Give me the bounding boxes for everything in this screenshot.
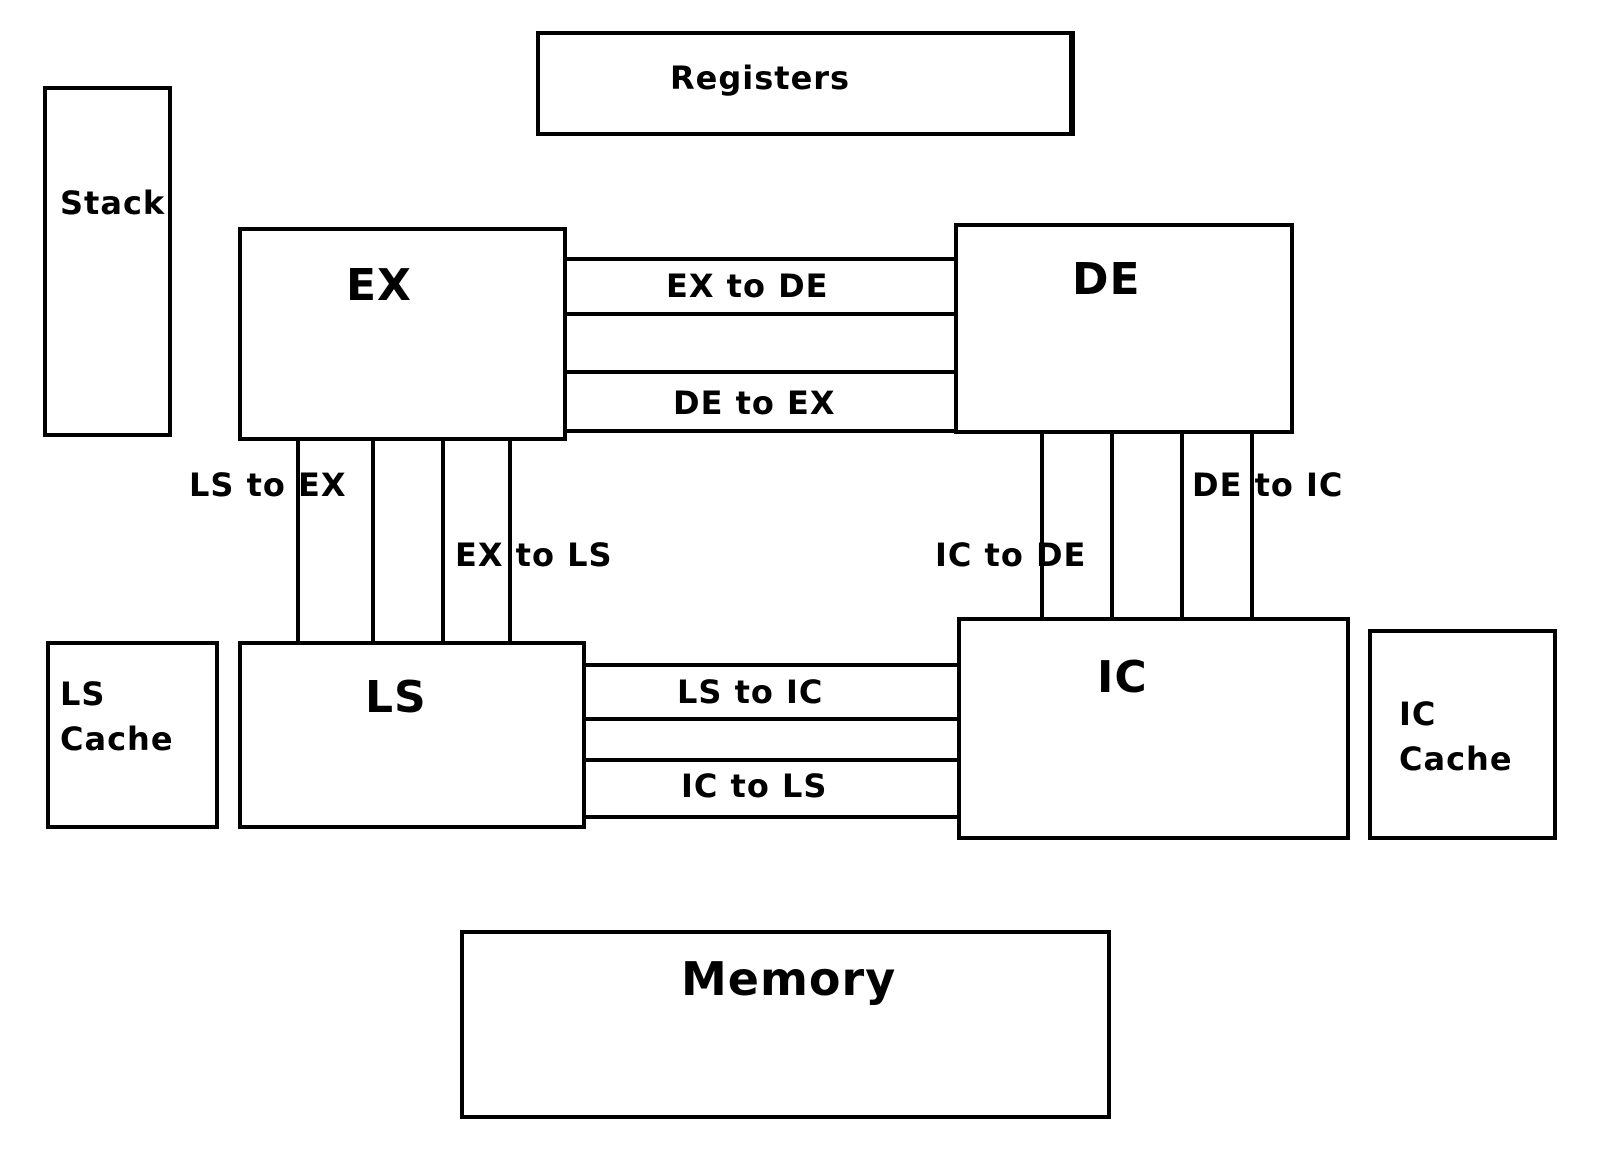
ic-to-ls-label: IC to LS (681, 767, 828, 805)
ls-ic-bus-line-2 (584, 717, 959, 721)
ls-ic-bus-line-1 (584, 663, 959, 667)
ex-de-bus-line-2 (565, 312, 956, 316)
ic-label: IC (1097, 652, 1148, 703)
de-label: DE (1072, 254, 1141, 305)
memory-block (460, 930, 1111, 1119)
ex-ls-bus-line-1 (441, 439, 445, 643)
de-to-ic-label: DE to IC (1192, 466, 1344, 504)
registers-block (536, 31, 1075, 136)
ic-de-bus-line-2 (1110, 432, 1114, 619)
ic-cache-block (1368, 629, 1557, 840)
memory-label: Memory (681, 952, 897, 1006)
ls-ex-bus-line-2 (371, 439, 375, 643)
ic-ls-bus-line-2 (584, 815, 959, 819)
ex-block (238, 227, 567, 441)
ic-to-de-label: IC to DE (935, 536, 1087, 574)
stack-block (43, 86, 172, 437)
registers-label: Registers (670, 59, 851, 97)
ls-label: LS (365, 672, 427, 723)
ex-to-ls-label: EX to LS (455, 536, 613, 574)
ic-block (957, 617, 1350, 840)
ls-ex-bus-line-1 (296, 439, 300, 643)
ex-ls-bus-line-2 (508, 439, 512, 643)
stack-label: Stack (60, 184, 166, 222)
de-block (954, 223, 1294, 434)
ex-label: EX (346, 260, 412, 311)
ex-de-bus-line-1 (565, 257, 956, 261)
ic-de-bus-line-1 (1040, 432, 1044, 619)
ls-to-ex-label: LS to EX (189, 466, 347, 504)
de-to-ex-label: DE to EX (673, 384, 836, 422)
ex-to-de-label: EX to DE (666, 267, 829, 305)
de-ic-bus-line-1 (1180, 432, 1184, 619)
ls-to-ic-label: LS to IC (677, 673, 824, 711)
ic-cache-label: IC Cache (1399, 695, 1513, 779)
ls-cache-label: LS Cache (60, 675, 174, 759)
de-ex-bus-line-1 (565, 370, 956, 374)
de-ic-bus-line-2 (1250, 432, 1254, 619)
ls-cache-block (46, 641, 219, 829)
ls-block (238, 641, 586, 829)
de-ex-bus-line-2 (565, 429, 956, 433)
ic-ls-bus-line-1 (584, 758, 959, 762)
